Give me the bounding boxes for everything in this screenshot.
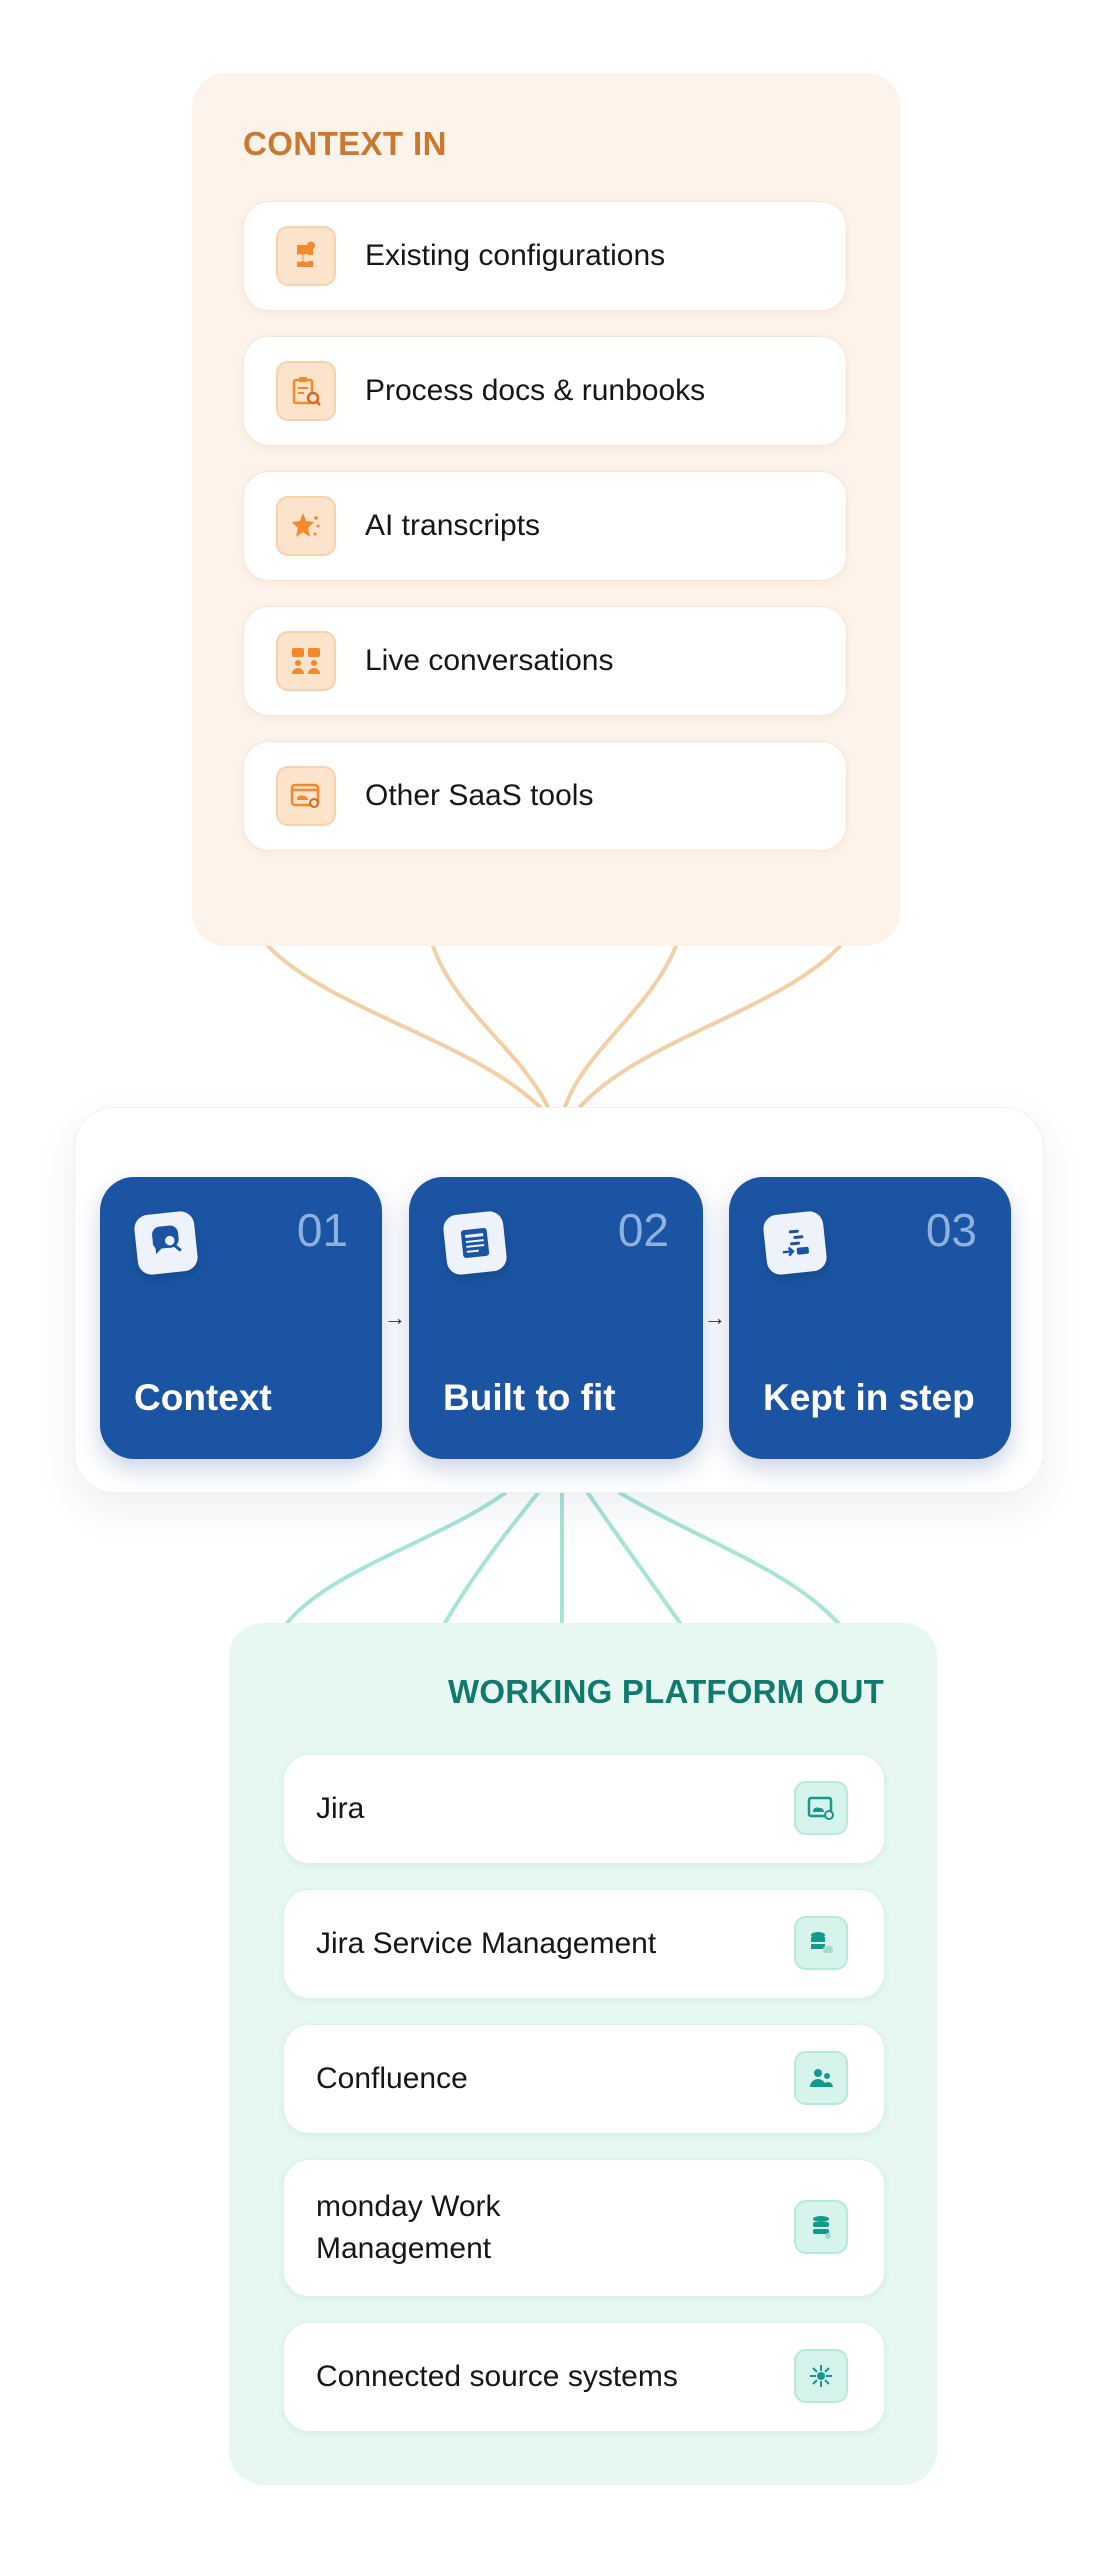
search-chat-icon [133, 1210, 199, 1276]
step-card-context: 01 Context [100, 1177, 382, 1459]
arrow-right-icon: → [704, 1305, 726, 1330]
browser-cloud-icon [794, 1781, 848, 1835]
platform-out-panel: WORKING PLATFORM OUT Jira Jira Service M… [229, 1623, 937, 2485]
platform-out-item: Connected source systems [283, 2322, 885, 2432]
context-in-item: AI transcripts [243, 471, 847, 581]
platform-out-item: Jira Service Management [283, 1889, 885, 1999]
document-icon [442, 1210, 508, 1276]
platform-out-item: Confluence [283, 2024, 885, 2134]
clipboard-search-icon [276, 361, 336, 421]
step-card-built-to-fit: 02 Built to fit [409, 1177, 703, 1459]
step-number: 02 [617, 1204, 669, 1256]
puzzle-icon [276, 226, 336, 286]
context-in-label: Live conversations [365, 644, 614, 677]
context-in-panel: CONTEXT IN Existing configurations Proce… [192, 73, 900, 946]
hub-icon [794, 2349, 848, 2403]
step-label: Context [134, 1377, 272, 1418]
context-in-list: Existing configurations Process docs & r… [243, 201, 847, 876]
step-label: Built to fit [443, 1377, 616, 1418]
step-label: Kept in step [763, 1377, 975, 1418]
arrow-right-icon: → [384, 1305, 406, 1330]
platform-out-item: monday Work Management [283, 2159, 885, 2297]
platform-out-label: Jira Service Management [316, 1927, 657, 1960]
star-sparkle-icon [276, 496, 336, 556]
list-arrow-icon [762, 1210, 828, 1276]
platform-out-list: Jira Jira Service Management Confluence … [283, 1754, 885, 2457]
context-in-label: Process docs & runbooks [365, 374, 706, 407]
platform-out-title: WORKING PLATFORM OUT [448, 1673, 884, 1710]
database-icon [794, 1916, 848, 1970]
context-in-item: Live conversations [243, 606, 847, 716]
context-in-item: Other SaaS tools [243, 741, 847, 851]
platform-out-item: Jira [283, 1754, 885, 1864]
platform-out-label: monday Work Management [316, 2190, 501, 2265]
step-number: 01 [296, 1204, 348, 1256]
context-in-item: Process docs & runbooks [243, 336, 847, 446]
platform-out-label: Jira [316, 1792, 365, 1825]
stack-icon [794, 2200, 848, 2254]
platform-out-label: Connected source systems [316, 2360, 678, 2393]
context-in-title: CONTEXT IN [243, 125, 447, 162]
context-in-label: AI transcripts [365, 509, 541, 542]
platform-out-label: Confluence [316, 2062, 468, 2095]
context-in-label: Existing configurations [365, 239, 666, 272]
chat-people-icon [276, 631, 336, 691]
step-number: 03 [925, 1204, 977, 1256]
context-in-item: Existing configurations [243, 201, 847, 311]
step-card-kept-in-step: 03 Kept in step [729, 1177, 1011, 1459]
browser-gear-icon [276, 766, 336, 826]
users-icon [794, 2051, 848, 2105]
context-in-label: Other SaaS tools [365, 779, 594, 812]
